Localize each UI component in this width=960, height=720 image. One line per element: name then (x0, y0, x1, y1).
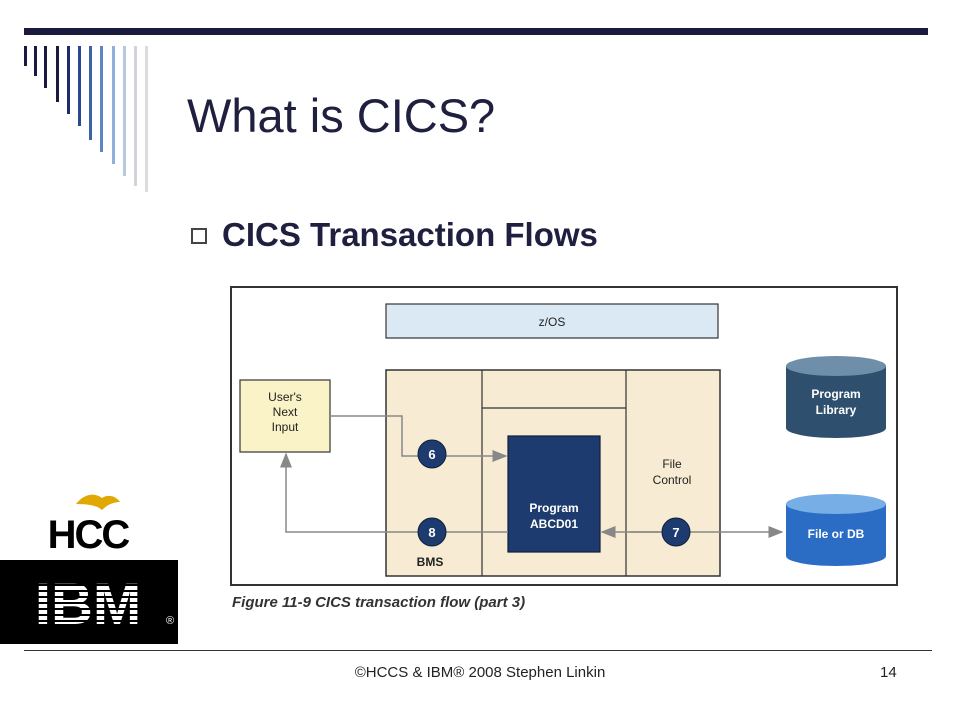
file-or-db-cylinder (786, 494, 886, 566)
user-input-line-2: Next (273, 405, 298, 419)
slide-title: What is CICS? (187, 89, 496, 142)
bullet-text: CICS Transaction Flows (222, 216, 598, 253)
step-6-circle (417, 439, 447, 469)
step-7-label: 7 (672, 525, 679, 540)
cics-flow-figure: z/OS User's Next Input Program ABCD01 Fi… (230, 286, 898, 586)
zos-bar (385, 303, 719, 339)
program-library-line-1: Program (811, 387, 860, 401)
top-accent-bar (24, 28, 928, 35)
hcc-logo: HCC (48, 494, 131, 552)
step-8-circle (417, 517, 447, 547)
footer-divider (24, 650, 932, 651)
cics-flow-diagram: z/OS User's Next Input Program ABCD01 Fi… (239, 303, 886, 577)
footer-copyright: ©HCCS & IBM® 2008 Stephen Linkin (354, 664, 606, 681)
program-library-line-2: Library (816, 403, 857, 417)
file-or-db-label: File or DB (808, 527, 865, 541)
user-input-line-1: User's (268, 390, 302, 404)
step-7-circle (661, 517, 691, 547)
zos-label: z/OS (539, 315, 566, 329)
program-name: ABCD01 (530, 517, 578, 531)
hcc-logo-text: HCC (48, 513, 130, 552)
step-6-label: 6 (428, 447, 435, 462)
ibm-registered-mark: ® (166, 615, 174, 627)
file-control-line-1: File (662, 457, 682, 471)
user-input-line-3: Input (272, 420, 299, 434)
ibm-logo: IBM ® (0, 560, 178, 644)
bullet-square-icon (191, 228, 207, 244)
program-label: Program (529, 501, 578, 515)
file-control-line-2: Control (653, 473, 692, 487)
program-library-cylinder (786, 356, 886, 438)
figure-caption: Figure 11-9 CICS transaction flow (part … (232, 594, 526, 611)
step-8-label: 8 (428, 525, 435, 540)
eagle-icon (76, 494, 120, 510)
bms-label: BMS (417, 555, 444, 569)
program-box (507, 435, 601, 553)
flow-arrow-input-to-program (330, 415, 508, 462)
ibm-logo-text: IBM (35, 572, 141, 637)
page-number: 14 (880, 664, 897, 681)
user-input-box (239, 379, 331, 453)
decorative-stripes (24, 46, 148, 192)
